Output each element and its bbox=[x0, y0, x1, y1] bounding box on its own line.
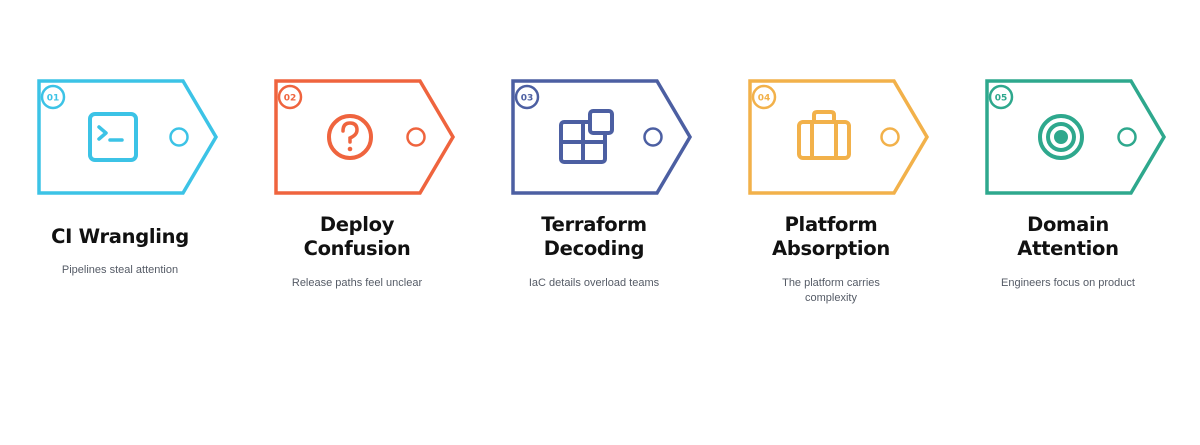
step-title-5-line-1: Domain bbox=[1027, 213, 1109, 236]
tag-shape-4: 04 bbox=[748, 79, 930, 195]
step-title-2-line-2: Confusion bbox=[303, 237, 411, 260]
step-title-2-line-1: Deploy bbox=[319, 213, 395, 236]
connector-dot-1 bbox=[169, 127, 189, 147]
connector-dot-3 bbox=[643, 127, 663, 147]
connector-dot-2 bbox=[406, 127, 426, 147]
step-number-2: 02 bbox=[284, 94, 297, 104]
step-title-3-line-2: Decoding bbox=[543, 237, 645, 260]
step-description-4: The platform carries complexity bbox=[782, 277, 880, 304]
briefcase-icon bbox=[797, 110, 851, 160]
step-title-4: Platform Absorption bbox=[711, 213, 951, 261]
step-number-5: 05 bbox=[995, 94, 1008, 104]
step-title-5-line-2: Attention bbox=[1017, 237, 1119, 260]
tag-shape-1: 01 bbox=[37, 79, 219, 195]
tag-shape-3: 03 bbox=[511, 79, 693, 195]
step-title-4-line-2: Absorption bbox=[772, 237, 890, 260]
step-title-1: CI Wrangling bbox=[0, 225, 240, 249]
step-description-5: Engineers focus on product bbox=[1001, 277, 1135, 289]
step-title-5: Domain Attention bbox=[948, 213, 1188, 261]
terminal-icon bbox=[88, 112, 138, 162]
step-title-3-line-1: Terraform bbox=[541, 213, 647, 236]
tag-shape-5: 05 bbox=[985, 79, 1167, 195]
tag-shape-2: 02 bbox=[274, 79, 456, 195]
step-2: 02 Deploy Confusion Release paths feel u… bbox=[237, 0, 477, 445]
step-title-1-line-1: CI Wrangling bbox=[51, 225, 189, 248]
step-1: 01 CI Wrangling Pipelines steal attentio… bbox=[0, 0, 240, 445]
target-icon bbox=[1038, 114, 1084, 160]
blocks-icon bbox=[559, 109, 614, 164]
step-number-4: 04 bbox=[758, 94, 771, 104]
step-description-2: Release paths feel unclear bbox=[291, 277, 423, 289]
step-description-1: Pipelines steal attention bbox=[61, 264, 179, 276]
question-icon bbox=[327, 114, 373, 160]
connector-dot-4 bbox=[880, 127, 900, 147]
step-title-4-line-1: Platform bbox=[784, 213, 878, 236]
step-number-1: 01 bbox=[47, 94, 60, 104]
step-title-2: Deploy Confusion bbox=[237, 213, 477, 261]
step-description-3: IaC details overload teams bbox=[528, 277, 660, 289]
step-5: 05 Domain Attention Engineers focus on p… bbox=[948, 0, 1188, 445]
connector-dot-5 bbox=[1117, 127, 1137, 147]
step-3: 03 Terraform Decoding IaC details overlo… bbox=[474, 0, 714, 445]
step-number-3: 03 bbox=[521, 94, 534, 104]
step-title-3: Terraform Decoding bbox=[474, 213, 714, 261]
step-4: 04 Platform Absorption The platform carr… bbox=[711, 0, 951, 445]
